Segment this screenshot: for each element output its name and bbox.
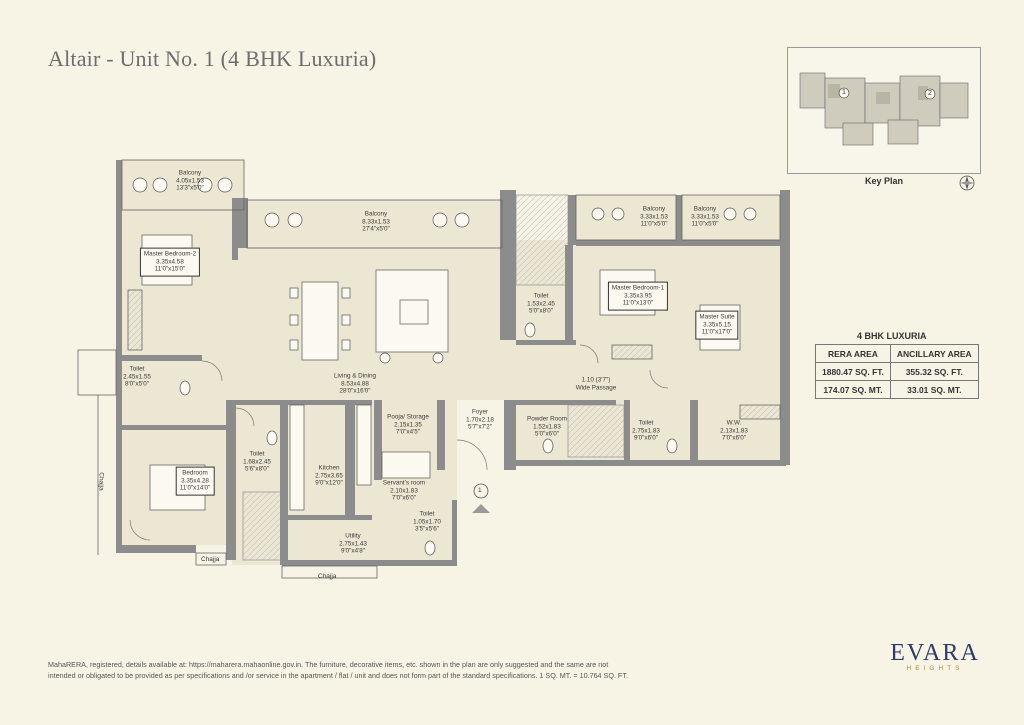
logo-wordmark: EVARA: [890, 640, 980, 666]
shaft-3: [242, 491, 284, 561]
shaft-2: [567, 404, 625, 458]
table-row: 1880.47 SQ. FT. 355.32 SQ. FT.: [815, 362, 979, 381]
chajja-label-bottom-left: Chajja: [201, 556, 220, 563]
table-row: 174.07 SQ. MT. 33.01 SQ. MT.: [815, 380, 979, 399]
shaft-1: [515, 194, 569, 286]
key-plan-drawing: [799, 72, 969, 146]
key-plan-marker-1: [838, 87, 850, 99]
page-title: Altair - Unit No. 1 (4 BHK Luxuria): [48, 46, 377, 71]
key-plan-label: Key Plan: [865, 176, 904, 186]
disclaimer: MahaRERA, registered, details available …: [48, 659, 738, 681]
logo-subtitle: HEIGHTS: [906, 665, 964, 672]
door-swings: [129, 344, 669, 541]
area-cell: 1880.47 SQ. FT.: [815, 362, 891, 381]
key-plan-marker-2-text: 2: [928, 90, 932, 97]
chajja-label-bottom: Chajja: [318, 573, 337, 580]
disclaimer-line-1: MahaRERA, registered, details available …: [48, 660, 609, 669]
walls: [116, 160, 790, 566]
evara-logo: EVARA HEIGHTS: [890, 640, 980, 672]
area-header-rera: RERA AREA: [815, 344, 891, 363]
room-wide-passage: 1.10 (3'7")Wide Passage: [575, 376, 617, 391]
north-arrow-icon: [959, 175, 975, 191]
area-table-title: 4 BHK LUXURIA: [857, 331, 927, 341]
area-header-ancillary: ANCILLARY AREA: [889, 344, 979, 363]
outlines: [77, 159, 781, 579]
area-table: RERA AREA ANCILLARY AREA 1880.47 SQ. FT.…: [815, 344, 979, 399]
dining-table: [301, 281, 339, 361]
area-cell: 33.01 SQ. MT.: [889, 380, 979, 399]
chajja-label-left: Chajja: [97, 472, 105, 491]
key-plan-marker-1-text: 1: [842, 89, 846, 96]
area-cell: 355.32 SQ. FT.: [889, 362, 979, 381]
area-cell: 174.07 SQ. MT.: [815, 380, 891, 399]
entry-marker: [472, 483, 490, 513]
key-plan-marker-2: [924, 88, 936, 100]
disclaimer-line-2: intended or obligated to be provided as …: [48, 671, 628, 680]
entry-marker-label: 1: [478, 487, 482, 494]
key-plan: 1 2: [787, 47, 981, 174]
area-table-header: RERA AREA ANCILLARY AREA: [815, 344, 979, 363]
left-wing-floor: [122, 360, 234, 545]
